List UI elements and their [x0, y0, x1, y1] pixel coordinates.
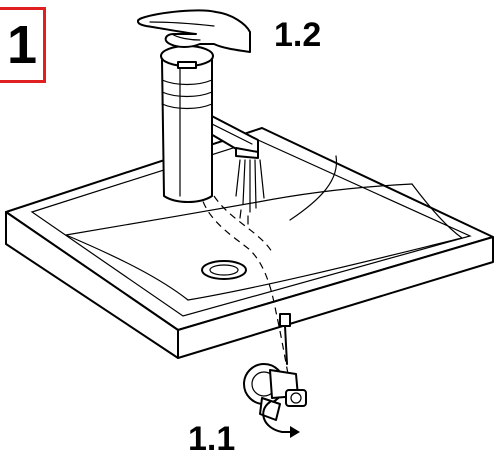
angle-valve-icon [243, 313, 307, 421]
faucet-icon [160, 45, 259, 203]
hand-icon [136, 9, 251, 53]
callout-faucet-top: 1.2 [274, 16, 322, 54]
water-spray-icon [235, 159, 265, 225]
rotation-arrowhead-icon [290, 426, 300, 438]
supply-hose-line [199, 189, 289, 375]
step-number: 1 [6, 15, 37, 75]
step-number-badge: 1 [0, 7, 46, 83]
rotation-arrow-icon [262, 401, 295, 433]
callout-angle-valve: 1.1 [188, 420, 236, 458]
